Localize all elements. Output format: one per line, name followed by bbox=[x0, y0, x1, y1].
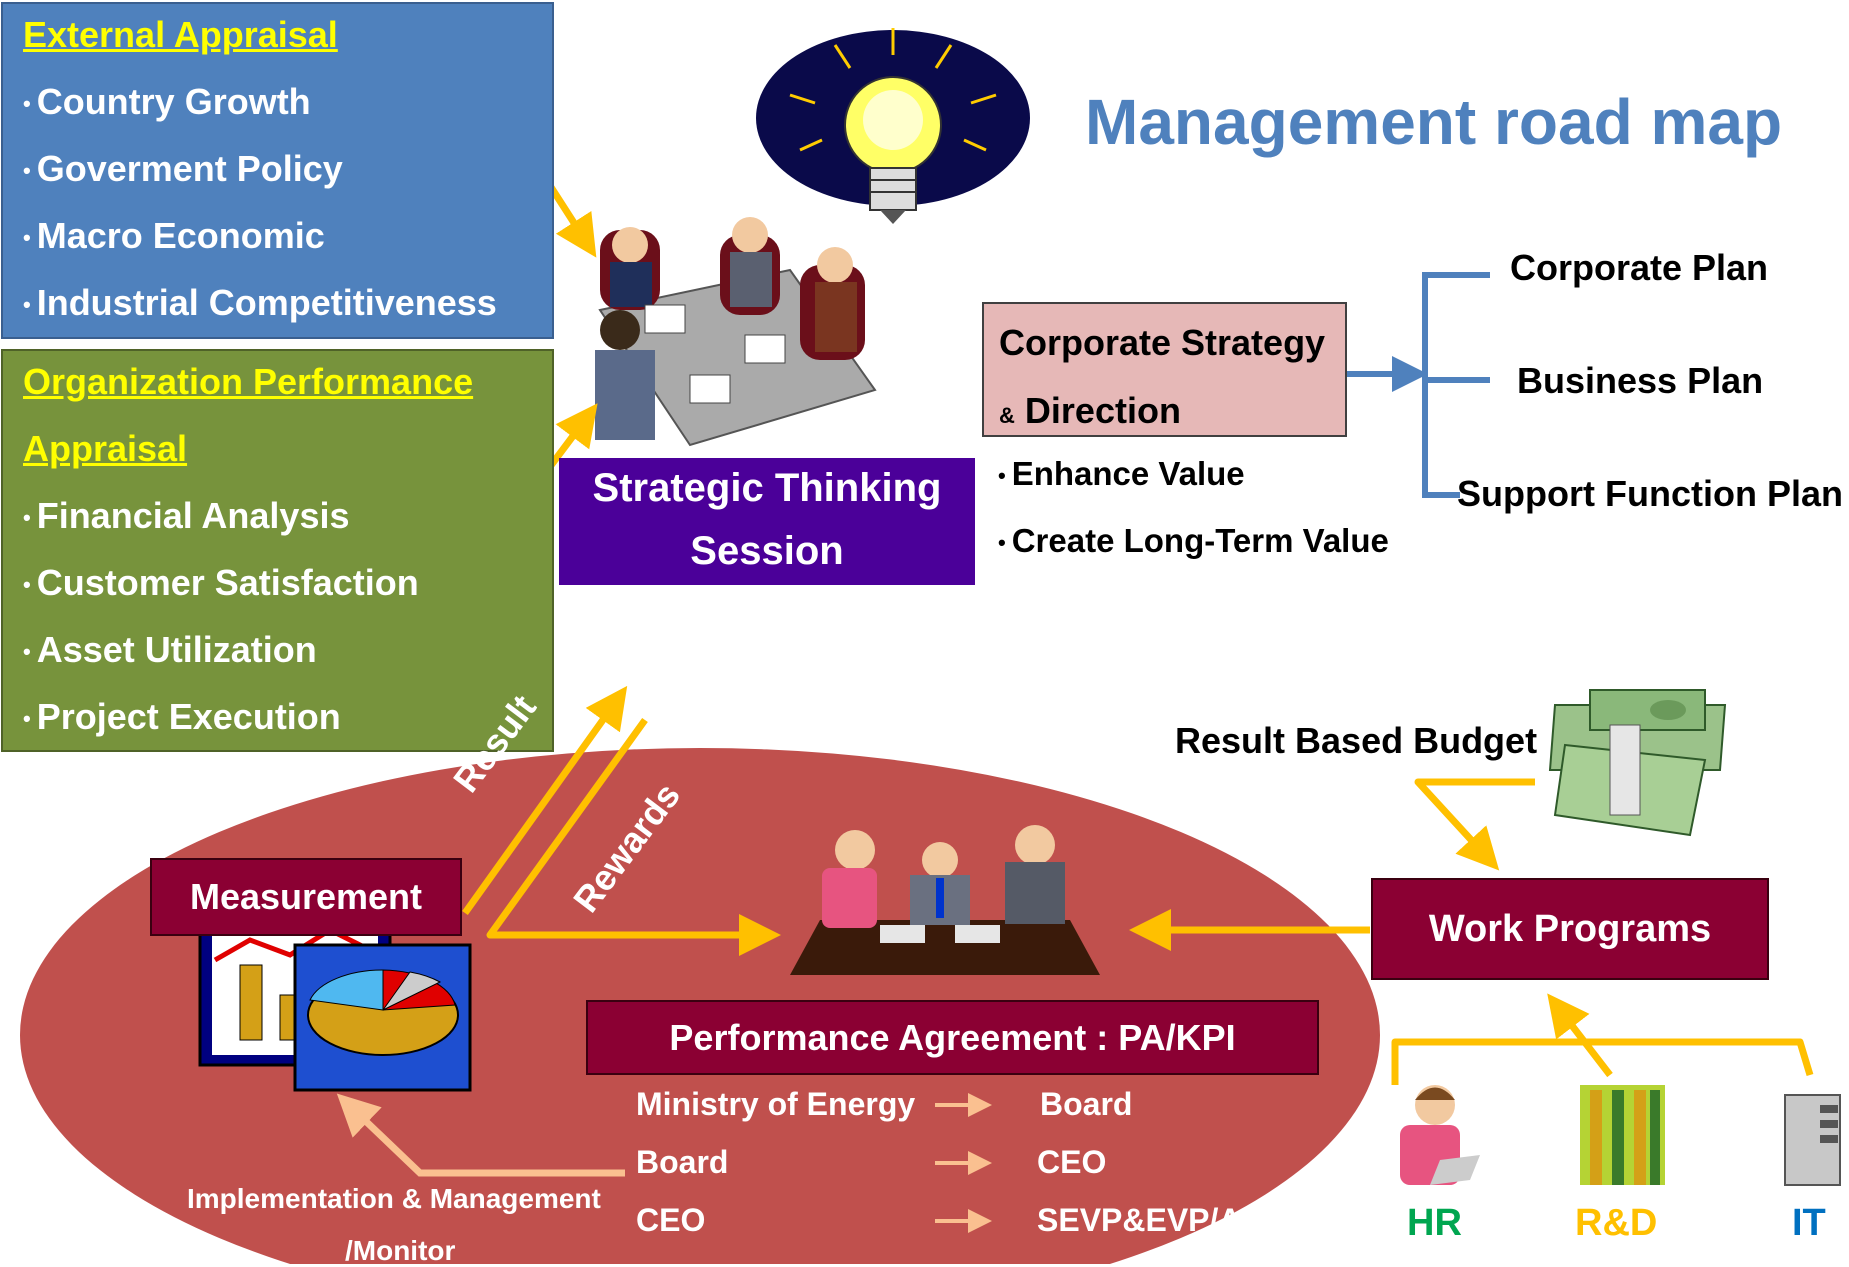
implementation-to-measurement-arrow bbox=[336, 1093, 625, 1177]
ampersand-symbol: & bbox=[999, 403, 1015, 428]
department-it-label: IT bbox=[1792, 1202, 1826, 1244]
work-programs-box: Work Programs bbox=[1371, 878, 1769, 980]
implementation-label-line2: /Monitor bbox=[345, 1235, 456, 1266]
implementation-label-line1: Implementation & Management bbox=[187, 1183, 601, 1214]
pa-row-from: Ministry of Energy bbox=[636, 1086, 916, 1122]
strategic-thinking-session-box: Strategic Thinking Session bbox=[559, 458, 975, 585]
corporate-strategy-line1: Corporate Strategy bbox=[999, 322, 1326, 363]
measurement-box: Measurement bbox=[150, 858, 462, 936]
money-stack-icon bbox=[1548, 689, 1727, 837]
external-appraisal-heading: External Appraisal bbox=[23, 14, 338, 55]
corporate-strategy-line2: Direction bbox=[1024, 390, 1181, 431]
department-hr-label: HR bbox=[1407, 1202, 1462, 1244]
performance-meeting-illustration bbox=[790, 825, 1100, 975]
plan-item-support-function: Support Function Plan bbox=[1457, 473, 1843, 514]
hr-person-icon bbox=[1400, 1085, 1480, 1185]
strategy-value-item: Create Long-Term Value bbox=[998, 522, 1389, 560]
measurement-chart-icon bbox=[198, 918, 472, 1092]
organization-heading: Organization Performance bbox=[23, 361, 474, 402]
external-item: Goverment Policy bbox=[23, 148, 343, 190]
budget-to-work-programs-arrow bbox=[1414, 778, 1535, 871]
plans-bracket bbox=[1422, 272, 1490, 498]
page-title: Management road map bbox=[1085, 86, 1783, 158]
pa-row-to: Board bbox=[1040, 1086, 1133, 1122]
organization-item: Asset Utilization bbox=[23, 629, 317, 671]
departments-to-work-programs-arrow bbox=[1391, 1038, 1814, 1085]
corporate-strategy-line2-wrap: & Direction bbox=[999, 390, 1181, 432]
pa-row-from: CEO bbox=[636, 1202, 706, 1238]
pa-row-to: SEVP&EVP/A bbox=[1037, 1202, 1237, 1238]
external-item: Industrial Competitiveness bbox=[23, 282, 497, 324]
external-appraisal-panel: External Appraisal Country Growth Goverm… bbox=[1, 2, 554, 339]
plan-item-business: Business Plan bbox=[1517, 360, 1764, 401]
organization-heading-line2: Appraisal bbox=[23, 428, 188, 469]
strategic-session-line2: Session bbox=[690, 529, 844, 573]
organization-item: Project Execution bbox=[23, 696, 341, 738]
strategy-value-item: Enhance Value bbox=[998, 455, 1245, 493]
it-server-icon bbox=[1784, 1094, 1841, 1186]
external-item: Macro Economic bbox=[23, 215, 325, 257]
organization-performance-panel: Organization Performance Appraisal Finan… bbox=[1, 349, 554, 752]
lightbulb-icon bbox=[756, 28, 1030, 224]
plan-item-corporate: Corporate Plan bbox=[1510, 247, 1769, 288]
pa-row-from: Board bbox=[636, 1144, 729, 1180]
organization-item: Financial Analysis bbox=[23, 495, 350, 537]
pa-row-to: CEO bbox=[1037, 1144, 1107, 1180]
rewards-arrow bbox=[486, 717, 781, 956]
external-item: Country Growth bbox=[23, 81, 311, 123]
department-rnd-label: R&D bbox=[1575, 1202, 1658, 1244]
performance-agreement-box: Performance Agreement : PA/KPI bbox=[586, 1000, 1319, 1075]
strategic-session-line1: Strategic Thinking bbox=[592, 466, 942, 510]
meeting-table-illustration bbox=[595, 217, 877, 447]
rnd-to-work-programs-arrow bbox=[1547, 993, 1613, 1078]
result-arrow bbox=[462, 685, 628, 916]
organization-item: Customer Satisfaction bbox=[23, 562, 419, 604]
result-based-budget-label: Result Based Budget bbox=[1175, 720, 1538, 761]
rnd-test-tubes-icon bbox=[1580, 1085, 1665, 1185]
corporate-strategy-box: Corporate Strategy & Direction bbox=[982, 302, 1347, 437]
